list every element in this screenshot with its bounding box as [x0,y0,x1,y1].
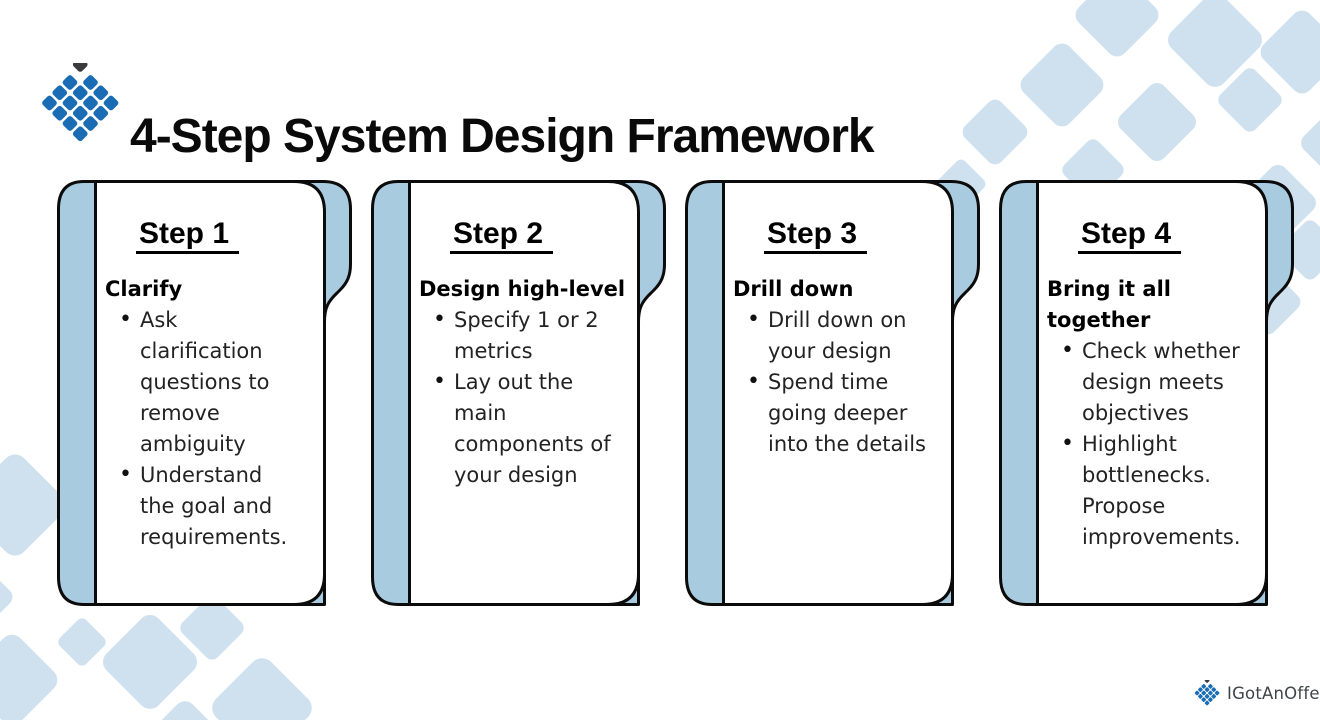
card-heading: Drill down [733,277,854,301]
step-title: Step 3 [733,216,898,254]
step-card-3: Step 3 Drill down Drill down on your des… [685,180,980,606]
bullet-list: Check whether design meets objectives Hi… [1047,335,1243,553]
step-title: Step 4 [1047,216,1212,254]
bullet-list: Drill down on your design Spend time goi… [733,304,929,460]
bullet-item: Lay out the main components of your desi… [433,366,615,491]
bullet-item: Check whether design meets objectives [1061,335,1243,429]
bullet-item: Spend time going deeper into the details [747,366,929,460]
step-title: Step 1 [105,216,270,254]
bullet-item: Highlight bottlenecks. Propose improveme… [1061,428,1243,553]
step-card-2: Step 2 Design high-level Specify 1 or 2 … [371,180,666,606]
footer-brand: IGotAnOffer [1194,680,1320,706]
igotanoffer-logo-icon [42,63,119,142]
bullet-item: Specify 1 or 2 metrics [433,304,615,367]
card-heading: Design high-level [419,277,626,301]
card-heading: Bring it all together [1047,277,1171,332]
step-title: Step 2 [419,216,584,254]
bullet-list: Ask clarification questions to remove am… [105,304,301,553]
bullet-item: Ask clarification questions to remove am… [119,304,301,460]
bullet-item: Understand the goal and requirements. [119,459,301,553]
igotanoffer-logo-icon-small [1194,680,1220,706]
step-card-4: Step 4 Bring it all together Check wheth… [999,180,1294,606]
page-title: 4-Step System Design Framework [130,110,875,164]
bullet-item: Drill down on your design [747,304,929,367]
step-card-1: Step 1 Clarify Ask clarification questio… [57,180,352,606]
bullet-list: Specify 1 or 2 metrics Lay out the main … [419,304,615,491]
card-heading: Clarify [105,277,183,301]
brand-text: IGotAnOffer [1227,683,1320,703]
